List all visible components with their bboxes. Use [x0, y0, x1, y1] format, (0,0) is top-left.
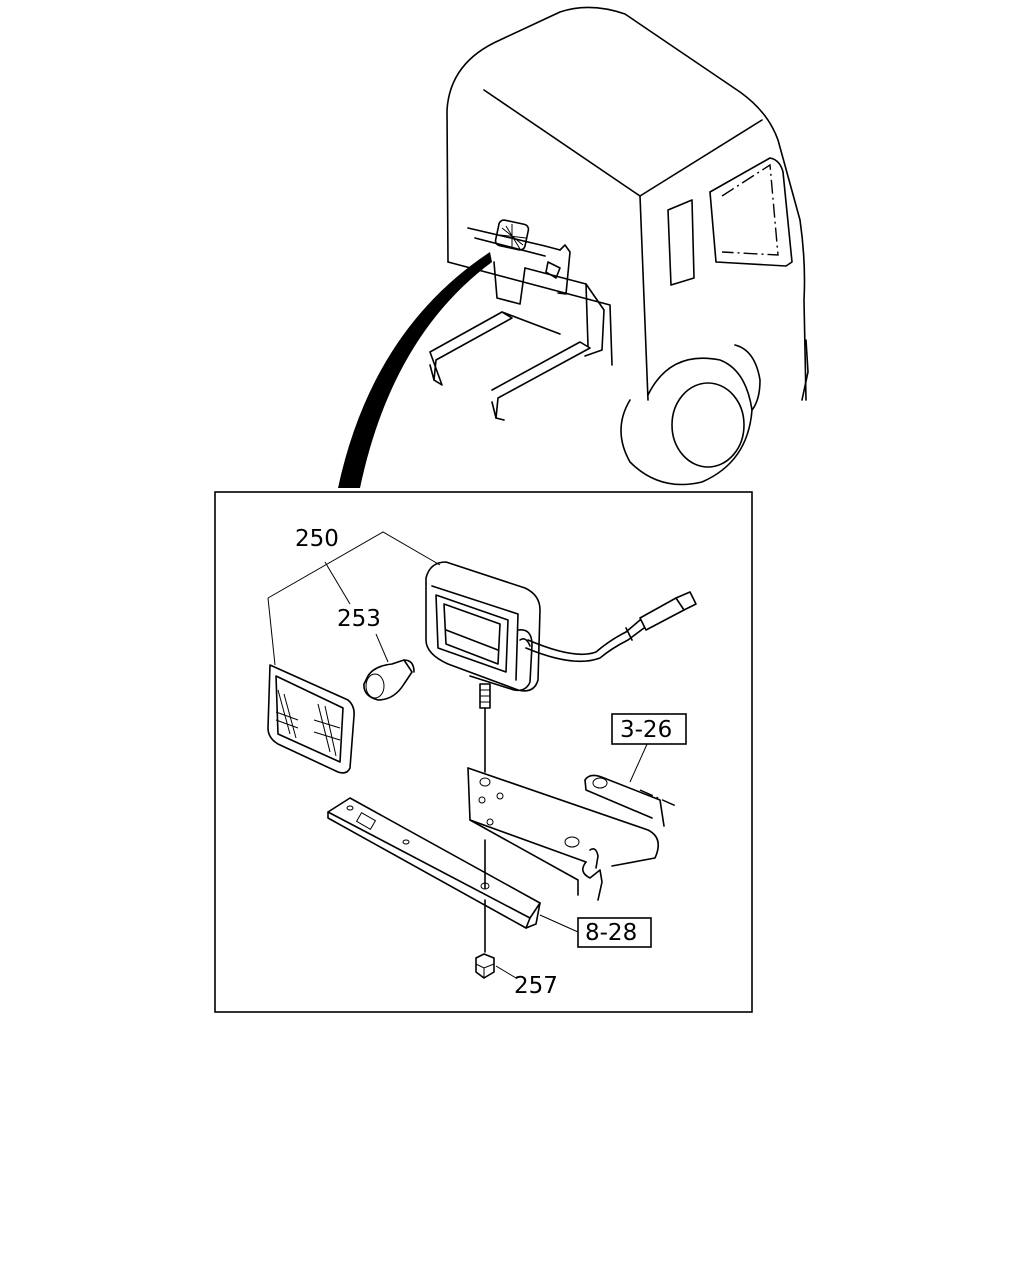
ref-label-8-28: 8-28 — [585, 920, 637, 946]
bulb — [363, 659, 415, 701]
ref-label-3-26: 3-26 — [620, 717, 672, 743]
frame-bracket — [467, 767, 677, 901]
detail-frame — [214, 491, 753, 1013]
truck-cab-illustration — [338, 6, 809, 488]
leader-257 — [495, 965, 517, 979]
leader-3-26 — [629, 741, 649, 783]
callout-253: 253 — [337, 606, 381, 632]
lamp-lens — [267, 664, 355, 774]
callout-250: 250 — [295, 526, 339, 552]
mount-plate — [327, 797, 541, 929]
nut — [475, 953, 495, 979]
leader-8-28 — [539, 914, 579, 933]
ref-box-8-28 — [577, 917, 652, 948]
lamp-housing — [425, 561, 697, 709]
ref-box-3-26 — [611, 713, 687, 745]
callout-257: 257 — [514, 973, 558, 999]
leader-250 — [267, 531, 441, 599]
